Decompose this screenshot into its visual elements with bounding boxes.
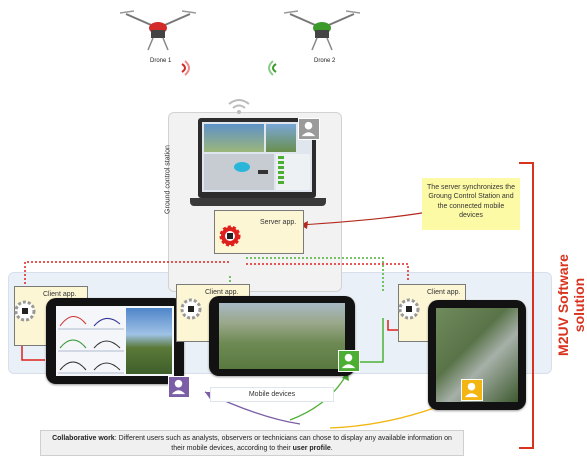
drone-icon (283, 10, 361, 51)
gear-icon (14, 300, 36, 322)
green-link-right (246, 257, 384, 293)
client-app-label: Client app. (43, 291, 77, 298)
footer-text-end: . (330, 445, 333, 453)
gear-icon (219, 225, 241, 247)
mobile-devices-label-text: Mobile devices (248, 391, 296, 398)
laptop-base (190, 198, 326, 206)
user-icon (171, 379, 186, 395)
ground-station-label: Ground control station (164, 145, 172, 214)
server-note-text: The server synchronizes the Groung Contr… (427, 184, 515, 220)
orange-user-avatar (461, 379, 483, 401)
drone-1: Drone 1 (118, 8, 198, 88)
drone-icon (119, 10, 197, 51)
server-app-label: Server app. (260, 219, 297, 226)
tablet-2 (209, 296, 355, 376)
footer-bold-end: user profile (292, 445, 331, 453)
mobile-devices-label: Mobile devices (210, 387, 334, 402)
map-view (204, 124, 264, 152)
user-icon (464, 382, 479, 398)
user-icon (301, 121, 316, 137)
signal-icon (181, 60, 190, 76)
drone-2-label: Drone 2 (314, 58, 336, 64)
tablet-1-screen (56, 306, 174, 376)
purple-user-avatar (168, 376, 190, 398)
note-arrow (299, 211, 429, 226)
laptop (190, 118, 326, 218)
client-app-label: Client app. (427, 289, 461, 296)
gear-icon (398, 298, 420, 320)
laptop-screen (198, 118, 316, 198)
wifi-icon (228, 99, 250, 114)
tablet-1 (46, 298, 184, 384)
user-icon (341, 353, 356, 369)
gcs-user-avatar (298, 118, 320, 140)
solution-label: M2UV Software solution (555, 254, 587, 356)
gear-icon (180, 298, 202, 320)
drone-2: Drone 2 (268, 8, 362, 88)
green-user-avatar (338, 350, 360, 372)
footer-text: : Different users such as analysts, obse… (114, 435, 452, 453)
tablet-2-screen (219, 303, 345, 369)
collaborative-work-footer: Collaborative work: Different users such… (40, 430, 464, 456)
signal-icon (268, 60, 277, 76)
client-app-label: Client app. (205, 289, 239, 296)
instrument-panel (204, 154, 274, 190)
server-note: The server synchronizes the Groung Contr… (422, 178, 520, 230)
footer-bold-lead: Collaborative work (52, 435, 115, 442)
video-view (266, 124, 296, 152)
solution-bracket (519, 162, 534, 449)
red-link-right (246, 263, 409, 280)
drone-1-label: Drone 1 (150, 58, 172, 64)
